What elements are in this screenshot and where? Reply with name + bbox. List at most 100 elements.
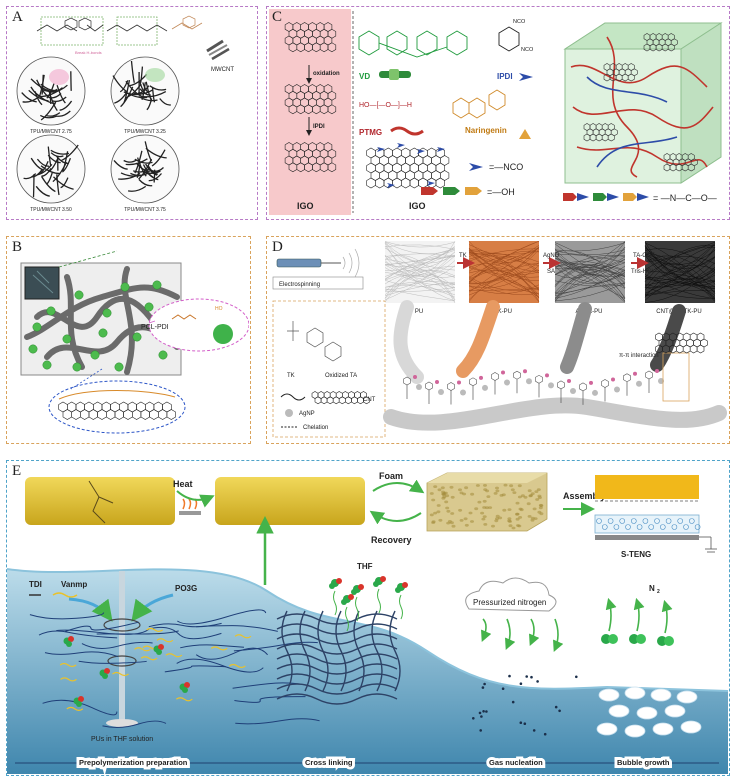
panel-e-figure: Heat Foam Recovery Assembly S-TENG TDI V… [6, 471, 729, 774]
naringenin-label: Naringenin [465, 126, 507, 135]
legend-chelation: Chelation [303, 425, 328, 431]
panel-a-letter: A [12, 9, 23, 25]
heat-label: Heat [173, 479, 193, 489]
syringe-icon [276, 248, 360, 278]
step-label-tk-pu: TK-PU [494, 309, 512, 315]
cnt-zoom [48, 380, 186, 434]
ipdi-label: IPDI [497, 72, 513, 81]
stage-gas-nucleation: Gas nucleation [489, 758, 543, 767]
arrow-ta-cnt: TA-CNT [633, 253, 655, 259]
panel-c-figure: oxidation IPDI IGO VD HO—[—O—]—H PTMG NC… [269, 9, 723, 215]
panel-a-figure: MWCNT Break H-bonds TPU/MWCNT 2.75 TPU/M… [16, 15, 234, 213]
nco-icon [469, 163, 483, 171]
nitrogen-cloud [465, 577, 557, 612]
graphene-sheets [284, 22, 337, 173]
growing-bubbles [596, 686, 702, 738]
naringenin-icon [519, 129, 531, 139]
po3g-label: PO3G [175, 584, 197, 593]
panel-e-letter: E [12, 463, 22, 479]
s-teng-bubbles [596, 518, 701, 530]
solution-label: PUs in THF solution [91, 736, 153, 743]
s-teng-device [594, 475, 717, 553]
ipdi-arrow-label: IPDI [313, 124, 325, 130]
ho-label: HO [215, 306, 223, 312]
igo-left-label: IGO [297, 201, 314, 211]
step-label-pu: PU [415, 309, 423, 315]
recovery-label: Recovery [371, 535, 412, 545]
n2-molecules [601, 597, 674, 646]
pi-pi-label: π-π interaction [619, 353, 659, 359]
sample-label-1: TPU/MWCNT 2.75 [30, 129, 72, 135]
urethane-equation: = —N—C—O— [653, 193, 717, 203]
mwcnt-label: MWCNT [211, 67, 234, 73]
stage-cross-linking: Cross linking [305, 758, 353, 767]
vanmp-label: Vanmp [61, 580, 87, 589]
sample-circles [16, 56, 180, 204]
stirrer-rod [119, 571, 125, 721]
thf-molecules [329, 576, 408, 632]
arrow-tk: TK [459, 253, 467, 259]
panel-d: D Electrospinning PU TK-PU Ag/TK-PU CNT@… [266, 236, 730, 444]
panel-a: A MWCNT Break H-bonds TPU/MWCNT 2.75 TPU… [6, 6, 258, 220]
cnt-sheet [655, 332, 708, 354]
cnt-lattice [58, 401, 176, 420]
vd-icon [379, 69, 411, 80]
oh-icons [421, 187, 482, 195]
panel-d-letter: D [272, 239, 283, 255]
panel-c: C oxidation IPDI IGO VD HO—[—O—]—H PTMG … [266, 6, 730, 220]
vd-label: VD [359, 72, 370, 81]
foam-pores [429, 483, 544, 530]
ipdi-icon [519, 73, 533, 81]
oxidation-label: oxidation [313, 71, 340, 77]
solution-background [7, 569, 728, 774]
cnt-legend-icon [311, 391, 370, 405]
legend-cnt: CNT [363, 397, 376, 403]
green-sphere [213, 324, 233, 344]
cube-graphene [583, 33, 698, 172]
healed-sponge [215, 477, 365, 525]
crosslinked-network [276, 610, 401, 705]
electrospinning-label: Electrospinning [279, 282, 320, 288]
nco-side: NCO [521, 47, 534, 53]
network-cube [563, 22, 723, 184]
legend-agnp: AgNP [299, 411, 315, 417]
s-teng-label: S-TENG [621, 550, 651, 559]
urethane-icons [563, 193, 649, 201]
foam-label: Foam [379, 471, 403, 481]
panel-b-figure: PCL-PDI HO [20, 250, 250, 434]
stage-prepolymerization: Prepolymerization preparation [79, 758, 188, 767]
panel-b-letter: B [12, 239, 23, 255]
arrow-agno3: AgNO [543, 253, 560, 259]
sem-inset [24, 266, 60, 300]
assembly-label: Assembly [563, 491, 606, 501]
fiber-substrate [383, 397, 727, 431]
igo-cluster [366, 143, 450, 189]
sample-label-4: TPU/MWCNT 3.75 [124, 207, 166, 213]
sample-label-2: TPU/MWCNT 3.25 [124, 129, 166, 135]
ptmg-label: PTMG [359, 128, 382, 137]
cracked-sponge [25, 477, 175, 525]
n2-subscript: 2 [657, 589, 660, 595]
tdi-label: TDI [29, 580, 42, 589]
fiber-mats [384, 240, 716, 304]
panel-e: E Heat Foam Recovery [6, 460, 730, 776]
oh-equation: =—OH [487, 187, 515, 197]
arrow-sa: SA [547, 269, 555, 275]
nucleation-sites [472, 674, 578, 736]
hbond-label: Break H-bonds [75, 50, 102, 55]
nco-equation: =—NCO [489, 162, 523, 172]
mwcnt-icon [206, 39, 230, 61]
nco-top: NCO [513, 19, 526, 25]
panel-c-letter: C [272, 9, 283, 25]
thf-label: THF [357, 562, 373, 571]
n2-label: N [649, 584, 655, 593]
arrow-tris: Tris-HCl [631, 269, 653, 275]
pcl-pdi-label: PCL-PDI [141, 324, 169, 331]
surface-molecules [403, 369, 664, 405]
nitrogen-arrows [481, 618, 564, 652]
heater-icon [179, 498, 201, 515]
panel-b: B PCL-PDI HO [6, 236, 251, 444]
pressurized-label: Pressurized nitrogen [473, 598, 546, 607]
sample-label-3: TPU/MWCNT 3.50 [30, 207, 72, 213]
legend-oxidized-ta: Oxidized TA [325, 373, 357, 379]
